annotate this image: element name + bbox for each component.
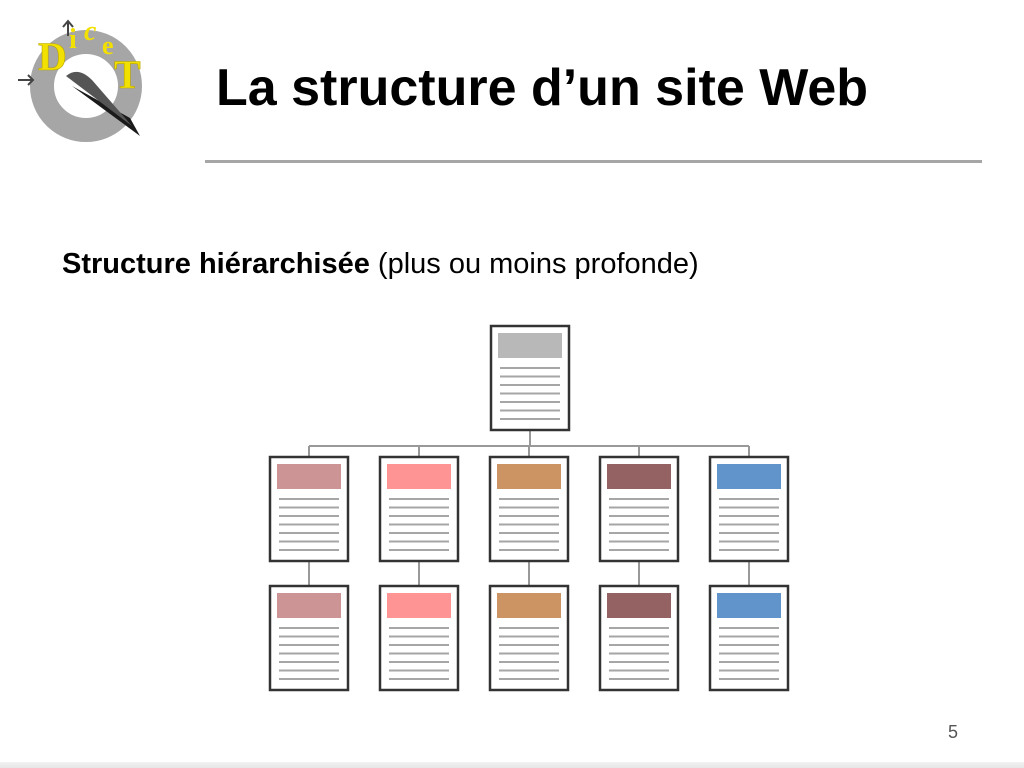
svg-text:c: c [84, 16, 97, 47]
subtitle-rest: (plus ou moins profonde) [369, 248, 699, 280]
home-page [489, 324, 571, 432]
svg-text:T: T [114, 52, 141, 97]
page-header-block [277, 464, 341, 489]
subtitle-bold: Structure hiérarchisée [62, 248, 370, 280]
page-header-block [497, 464, 561, 489]
section-page [378, 455, 460, 563]
page-header-block [387, 593, 451, 618]
page-header-block [607, 464, 671, 489]
page-title: La structure d’un site Web [216, 59, 869, 117]
subpage [488, 584, 570, 692]
section-page [268, 455, 350, 563]
section-page [598, 455, 680, 563]
section-page [488, 455, 570, 563]
subpage [378, 584, 460, 692]
svg-text:D: D [38, 34, 67, 79]
slide-subtitle: Structure hiérarchisée (plus ou moins pr… [62, 248, 699, 281]
page-header-block [277, 593, 341, 618]
svg-text:i: i [69, 24, 77, 55]
page-header-block [497, 593, 561, 618]
slide-footer-band [0, 762, 1024, 768]
page-header-block [717, 464, 781, 489]
subpage [598, 584, 680, 692]
page-number: 5 [947, 722, 958, 742]
dicet-logo-icon: D i c e T [18, 16, 142, 142]
page-header-block [498, 333, 562, 358]
page-header-block [387, 464, 451, 489]
subpage [708, 584, 790, 692]
section-page [708, 455, 790, 563]
page-header-block [717, 593, 781, 618]
page-header-block [607, 593, 671, 618]
subpage [268, 584, 350, 692]
svg-text:e: e [102, 31, 114, 60]
title-divider [205, 160, 982, 163]
